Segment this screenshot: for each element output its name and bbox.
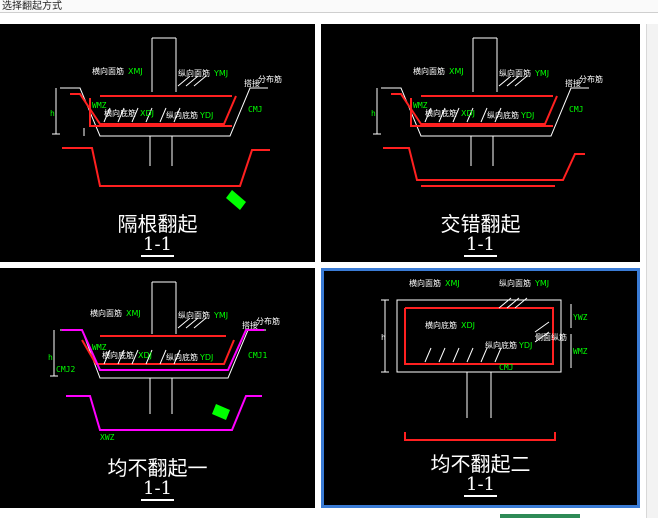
- option-panel-gegen-fanqi[interactable]: WMZ h CMJ 横向面筋 XMJ 纵向面筋 YMJ 横向底筋 XDJ 纵向底…: [0, 24, 315, 262]
- vertical-scrollbar[interactable]: [646, 24, 658, 518]
- diagram-gegen-fanqi: WMZ h CMJ 横向面筋 XMJ 纵向面筋 YMJ 横向底筋 XDJ 纵向底…: [50, 37, 282, 210]
- label-top-trans: 横向面筋: [413, 66, 445, 76]
- label-top-trans: 横向面筋: [90, 308, 122, 318]
- label-cmj: CMJ: [569, 105, 583, 114]
- label-bot-long: 纵向底筋: [166, 110, 198, 120]
- label-cmj2: CMJ2: [56, 365, 75, 374]
- label-xwz: XWZ: [100, 433, 115, 442]
- panel-title: 均不翻起一: [107, 456, 208, 480]
- label-top-trans-code: XMJ: [445, 279, 460, 288]
- section-label: 1-1: [321, 474, 640, 497]
- label-bot-long-code: YDJ: [518, 341, 532, 350]
- label-dist: 分布筋: [256, 316, 280, 326]
- label-wmz: WMZ: [92, 101, 107, 110]
- section-label-text: 1-1: [464, 474, 497, 497]
- label-bot-long-code: YDJ: [520, 111, 534, 120]
- label-bot-trans-code: XDJ: [138, 351, 152, 360]
- label-bot-trans-code: XDJ: [461, 109, 475, 118]
- label-dist: 分布筋: [579, 74, 603, 84]
- label-dist: 分布筋: [258, 74, 282, 84]
- section-label: 1-1: [0, 478, 315, 501]
- label-wmz: WMZ: [573, 347, 588, 356]
- section-label-text: 1-1: [141, 478, 174, 501]
- panel-title: 隔根翻起: [117, 212, 198, 236]
- label-top-long-code: YMJ: [213, 311, 228, 320]
- diagram-jiaocuo-fanqi: WMZ h CMJ 横向面筋 XMJ 纵向面筋 YMJ 横向底筋 XDJ 纵向底…: [371, 37, 603, 187]
- panel-title: 均不翻起二: [430, 452, 531, 476]
- label-h: h: [381, 333, 386, 342]
- label-top-trans-code: XMJ: [128, 67, 143, 76]
- section-label: 1-1: [0, 234, 315, 257]
- label-top-trans-code: XMJ: [126, 309, 141, 318]
- section-label-text: 1-1: [464, 234, 497, 257]
- window-title-bar: 选择翻起方式: [0, 0, 658, 13]
- label-top-long: 纵向面筋: [178, 310, 210, 320]
- label-bot-trans-code: XDJ: [140, 109, 154, 118]
- label-bot-long-code: YDJ: [199, 353, 213, 362]
- label-lap: 搭接: [244, 78, 260, 88]
- label-h: h: [48, 353, 53, 362]
- label-bot-trans: 横向底筋: [104, 108, 136, 118]
- label-side: 侧面纵筋: [535, 332, 567, 342]
- label-bot-long: 纵向底筋: [485, 340, 517, 350]
- label-bot-long: 纵向底筋: [487, 110, 519, 120]
- label-top-trans: 横向面筋: [409, 278, 441, 288]
- label-bot-long-code: YDJ: [199, 111, 213, 120]
- diagram-jun-bu-fanqi-2: h YWZ WMZ CMJ 横向面筋 XMJ 纵向面筋 YMJ 横向底筋 XDJ…: [381, 278, 588, 441]
- label-top-trans: 横向面筋: [92, 66, 124, 76]
- option-panel-jun-bu-fanqi-2[interactable]: h YWZ WMZ CMJ 横向面筋 XMJ 纵向面筋 YMJ 横向底筋 XDJ…: [321, 268, 640, 508]
- label-bot-long: 纵向底筋: [166, 352, 198, 362]
- label-bot-trans-code: XDJ: [461, 321, 475, 330]
- label-bot-trans: 横向底筋: [425, 320, 457, 330]
- label-top-long-code: YMJ: [213, 69, 228, 78]
- label-bot-trans: 横向底筋: [102, 350, 134, 360]
- label-cmj1: CMJ1: [248, 351, 267, 360]
- label-lap: 搭接: [242, 320, 258, 330]
- label-wmz: WMZ: [413, 101, 428, 110]
- label-top-trans-code: XMJ: [449, 67, 464, 76]
- label-top-long: 纵向面筋: [499, 68, 531, 78]
- progress-strip: [500, 514, 580, 518]
- label-top-long: 纵向面筋: [178, 68, 210, 78]
- diagram-jun-bu-fanqi-1: WMZ h CMJ1 CMJ2 XWZ 横向面筋 XMJ 纵向面筋 YMJ 横向…: [48, 281, 280, 442]
- label-cmj: CMJ: [499, 363, 513, 372]
- label-lap: 搭接: [565, 78, 581, 88]
- label-top-long: 纵向面筋: [499, 278, 531, 288]
- label-bot-trans: 横向底筋: [425, 108, 457, 118]
- option-panel-jun-bu-fanqi-1[interactable]: WMZ h CMJ1 CMJ2 XWZ 横向面筋 XMJ 纵向面筋 YMJ 横向…: [0, 268, 315, 508]
- label-h: h: [50, 109, 55, 118]
- label-h: h: [371, 109, 376, 118]
- section-label-text: 1-1: [141, 234, 174, 257]
- option-panel-jiaocuo-fanqi[interactable]: WMZ h CMJ 横向面筋 XMJ 纵向面筋 YMJ 横向底筋 XDJ 纵向底…: [321, 24, 640, 262]
- label-top-long-code: YMJ: [534, 279, 549, 288]
- label-ywz: YWZ: [573, 313, 588, 322]
- panel-title: 交错翻起: [440, 212, 521, 236]
- window-title: 选择翻起方式: [2, 1, 62, 12]
- label-cmj: CMJ: [248, 105, 262, 114]
- label-top-long-code: YMJ: [534, 69, 549, 78]
- section-label: 1-1: [321, 234, 640, 257]
- label-wmz: WMZ: [92, 343, 107, 352]
